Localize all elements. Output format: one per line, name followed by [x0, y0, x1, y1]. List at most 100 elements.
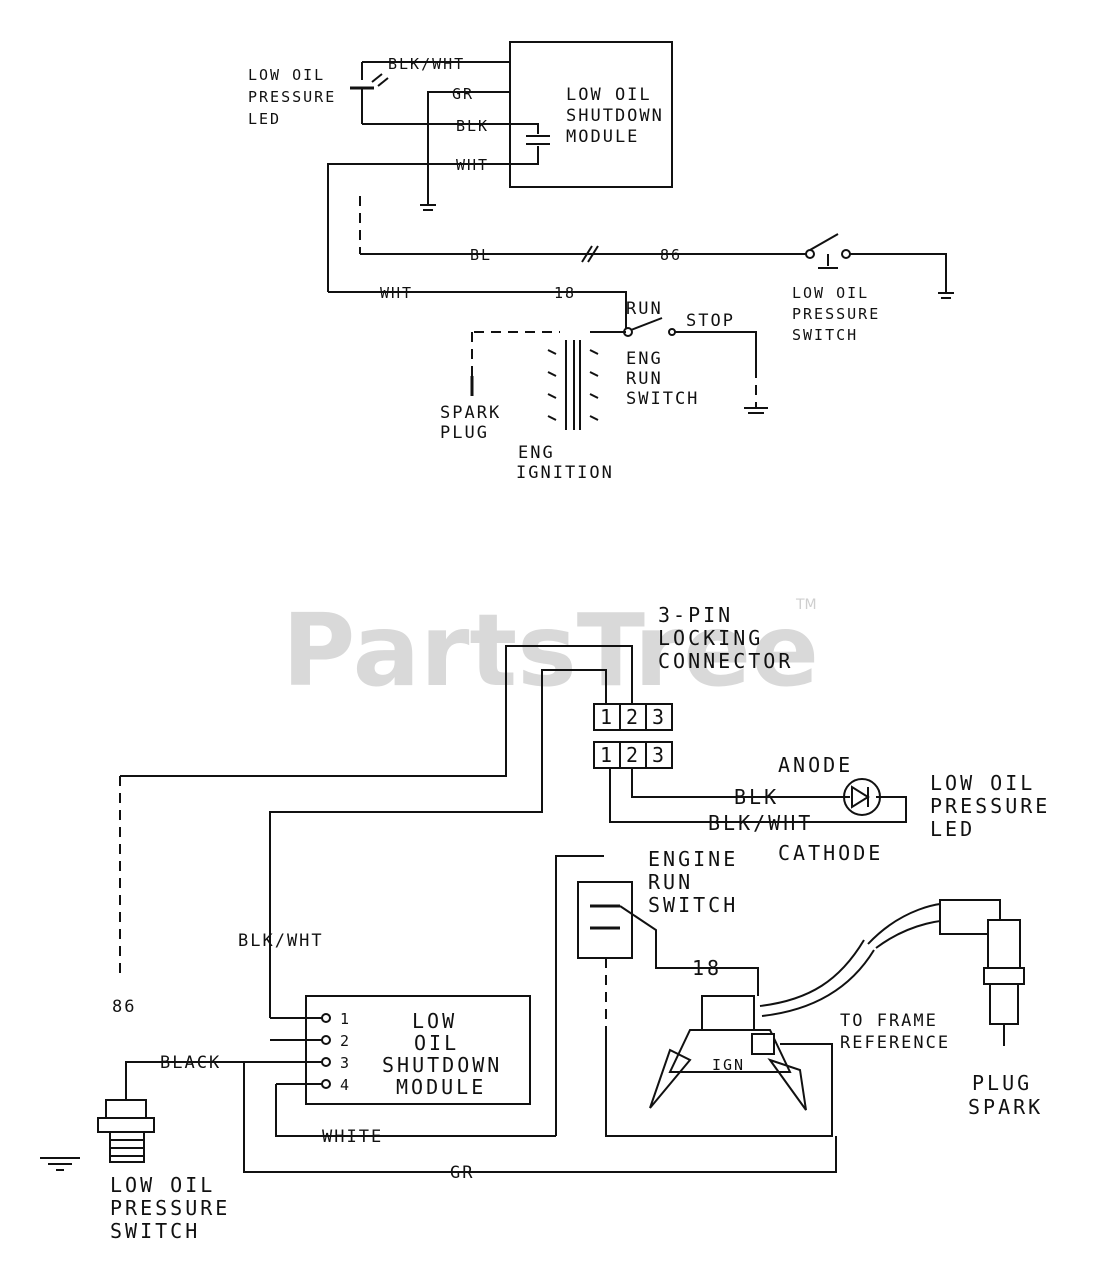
top-spark-plug-label-1: SPARK — [440, 403, 501, 423]
top-run-switch-blade — [630, 317, 663, 331]
engine-run-switch-label-2: RUN — [648, 870, 693, 894]
top-led-label-2: PRESSURE — [248, 88, 336, 106]
top-wire-blk-label: BLK — [456, 117, 489, 135]
ignition-module: IGN — [649, 995, 807, 1111]
top-wire-wht-label: WHT — [456, 156, 489, 174]
num-18-label: 18 — [692, 956, 722, 980]
top-eng-run-label-1: ENG — [626, 349, 663, 369]
connector-bottom: 1 2 3 — [593, 741, 673, 769]
top-eng-ignition-label-2: IGNITION — [516, 463, 614, 483]
bottom-switch-label-2: PRESSURE — [110, 1196, 230, 1220]
bottom-module-label-4: MODULE — [396, 1075, 486, 1099]
connector-label-3: CONNECTOR — [658, 649, 793, 673]
top-wire-bl-label: BL — [470, 246, 492, 264]
wire-ground-loop — [605, 1030, 833, 1137]
bottom-switch-label-3: SWITCH — [110, 1219, 200, 1243]
top-cap-lead — [500, 123, 539, 134]
top-wire-blk-wht-label: BLK/WHT — [388, 55, 465, 73]
top-num-18: 18 — [554, 284, 576, 302]
wire-blk — [631, 768, 850, 798]
top-num-86: 86 — [660, 246, 682, 264]
top-stop-contact — [668, 328, 676, 336]
plug-spark-label-1: PLUG — [972, 1071, 1032, 1095]
connector-bottom-pin-3: 3 — [652, 743, 667, 767]
top-switch-label-1: LOW OIL — [792, 284, 869, 302]
terminal-4: 4 — [340, 1076, 351, 1094]
wire-18 — [619, 905, 759, 996]
top-eng-ignition-label-1: ENG — [518, 443, 555, 463]
top-module-label-3: MODULE — [566, 127, 639, 147]
wire-white — [275, 1084, 556, 1137]
bottom-shutdown-module — [305, 995, 531, 1105]
top-led-label-1: LOW OIL — [248, 66, 325, 84]
black-label: BLACK — [160, 1053, 221, 1073]
top-run-label: RUN — [626, 299, 663, 319]
blk-label: BLK — [734, 785, 779, 809]
spark-plug-cable — [759, 939, 865, 1007]
watermark-tm: TM — [795, 597, 817, 613]
top-switch-label-3: SWITCH — [792, 326, 858, 344]
top-cap-lead-2 — [500, 146, 539, 165]
blk-wht-label: BLK/WHT — [708, 811, 813, 835]
top-pressure-switch-blade — [809, 233, 839, 251]
top-wire-wht — [327, 163, 510, 292]
top-wire-wht-lower-label: WHT — [380, 284, 413, 302]
connector-top-pin-3: 3 — [652, 705, 667, 729]
spark-plug-cable-2 — [761, 949, 875, 1017]
top-led-label-3: LED — [248, 110, 281, 128]
top-connector-break-2 — [587, 245, 599, 263]
engine-run-switch-label-1: ENGINE — [648, 847, 738, 871]
num-86-label: 86 — [112, 997, 136, 1017]
cathode-label: CATHODE — [778, 841, 883, 865]
spark-plug — [939, 899, 1025, 1046]
gr-label: GR — [450, 1163, 474, 1183]
ign-label: IGN — [712, 1056, 745, 1074]
bottom-switch-label-1: LOW OIL — [110, 1173, 215, 1197]
blk-wht-left-label: BLK/WHT — [238, 931, 324, 951]
led-label-3: LED — [930, 817, 975, 841]
top-wire-gr — [427, 91, 510, 205]
top-connector-break — [581, 245, 593, 263]
connector-bottom-pin-2: 2 — [626, 743, 641, 767]
bottom-schematic: 3-PIN LOCKING CONNECTOR 1 2 3 1 2 3 BLK … — [40, 603, 1047, 1243]
connector-top-pin-1: 1 — [600, 705, 615, 729]
top-spark-plug-label-2: PLUG — [440, 423, 489, 443]
wire-blk-wht — [609, 768, 907, 823]
bottom-module-label-1: LOW — [412, 1009, 457, 1033]
white-label: WHITE — [322, 1127, 383, 1147]
top-eng-run-label-3: SWITCH — [626, 389, 699, 409]
top-wire-gr-label: GR — [452, 85, 474, 103]
top-ignition-coil — [547, 340, 599, 430]
top-schematic: LOW OIL SHUTDOWN MODULE BLK/WHT LOW OIL … — [248, 41, 954, 483]
terminal-2: 2 — [340, 1032, 351, 1050]
wire-pin3-to-switch — [120, 645, 633, 777]
wire-black — [125, 1061, 240, 1100]
connector-label-1: 3-PIN — [658, 603, 733, 627]
top-wire-wht-18 — [328, 291, 627, 328]
terminal-1: 1 — [340, 1010, 351, 1028]
led-label-1: LOW OIL — [930, 771, 1035, 795]
top-pressure-switch-contact — [805, 249, 815, 259]
top-module-label-1: LOW OIL — [566, 85, 652, 105]
watermark: PartsTree TM — [282, 592, 819, 709]
top-led-arrow-1 — [371, 73, 383, 83]
connector-bottom-pin-1: 1 — [600, 743, 615, 767]
connector-top: 1 2 3 — [593, 703, 673, 731]
engine-run-switch — [577, 881, 633, 959]
led-symbol — [843, 778, 881, 816]
wire-white-to-switch — [555, 855, 604, 1136]
terminal-3: 3 — [340, 1054, 351, 1072]
bottom-module-label-2: OIL — [414, 1031, 459, 1055]
to-frame-label-1: TO FRAME — [840, 1011, 938, 1031]
bottom-ground — [40, 1157, 80, 1171]
watermark-text: PartsTree — [282, 592, 819, 709]
anode-label: ANODE — [778, 753, 853, 777]
module-terminals: 1 2 3 4 — [240, 1010, 351, 1094]
plug-spark-label-2: SPARK — [968, 1095, 1043, 1119]
top-pressure-switch-contact-2 — [841, 249, 851, 259]
connector-label-2: LOCKING — [658, 626, 763, 650]
engine-run-switch-label-3: SWITCH — [648, 893, 738, 917]
top-module-label-2: SHUTDOWN — [566, 106, 664, 126]
bottom-pressure-switch — [97, 1099, 155, 1163]
